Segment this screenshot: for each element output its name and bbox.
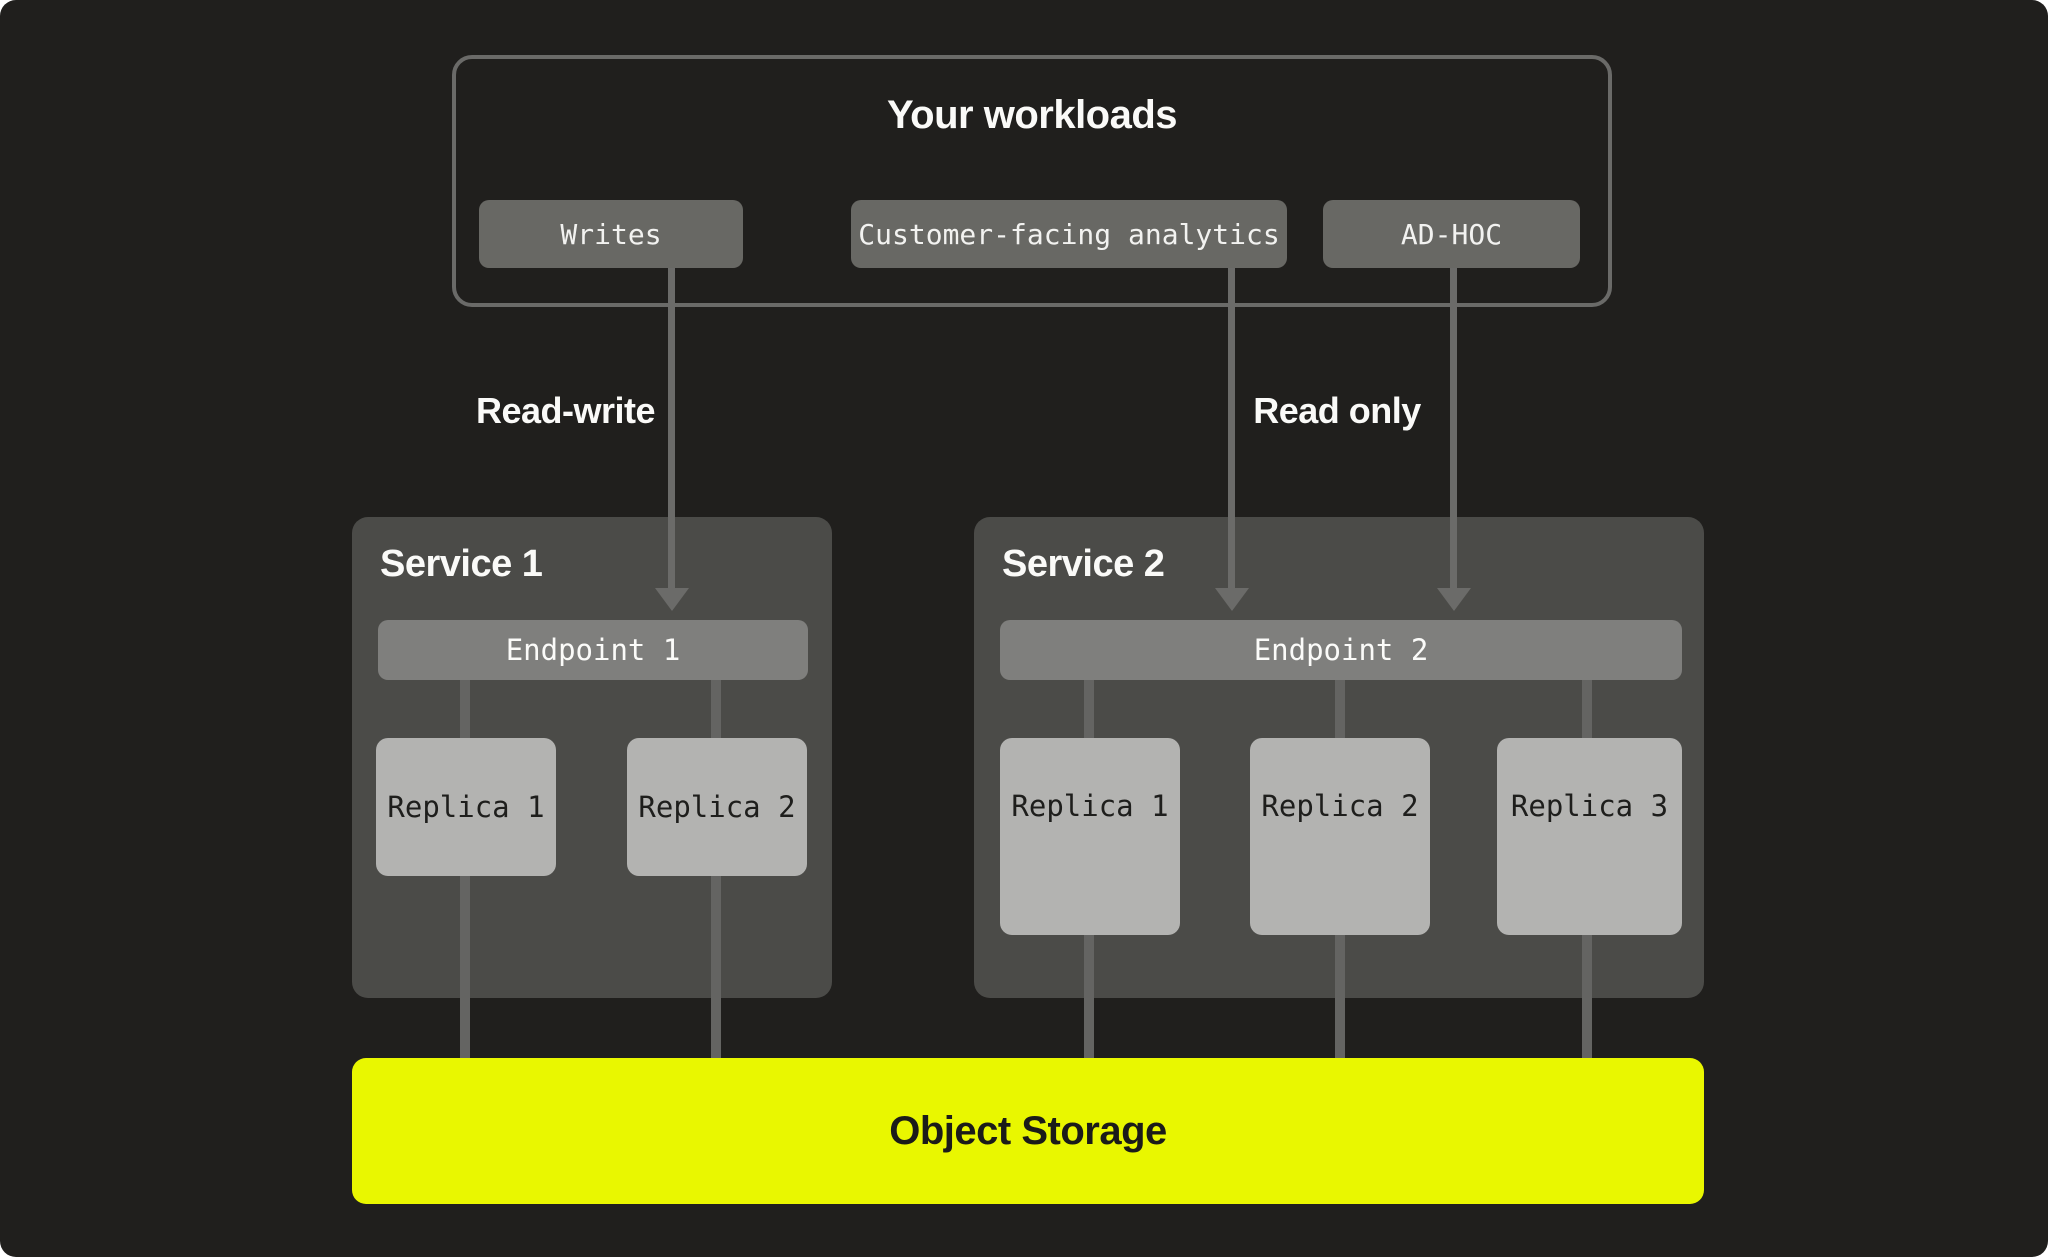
endpoint-1: Endpoint 1 [378,620,808,680]
service-1-title: Service 1 [380,543,543,585]
workload-chip-writes: Writes [479,200,743,268]
edge-label-read-write: Read-write [475,390,656,431]
service-2-replica-1: Replica 1 [1000,738,1180,935]
object-storage-box: Object Storage [352,1058,1704,1204]
arrow-line-writes-to-service1 [668,268,675,590]
arrowhead-icon [1215,588,1249,611]
arrowhead-icon [1437,588,1471,611]
workload-chip-customer-facing-analytics: Customer-facing analytics [851,200,1287,268]
arrow-line-analytics-to-service2 [1228,268,1235,590]
service-1-replica-1: Replica 1 [376,738,556,876]
arrow-line-adhoc-to-service2 [1450,268,1457,590]
service-2-title: Service 2 [1002,543,1165,585]
service-1-replica-2: Replica 2 [627,738,807,876]
workloads-title: Your workloads [886,93,1178,137]
service-2-replica-2: Replica 2 [1250,738,1430,935]
service-2-replica-3: Replica 3 [1497,738,1682,935]
endpoint-2: Endpoint 2 [1000,620,1682,680]
workload-chip-ad-hoc: AD-HOC [1323,200,1580,268]
arrowhead-icon [655,588,689,611]
workloads-group-box [452,55,1612,307]
edge-label-read-only: Read only [1253,390,1421,431]
